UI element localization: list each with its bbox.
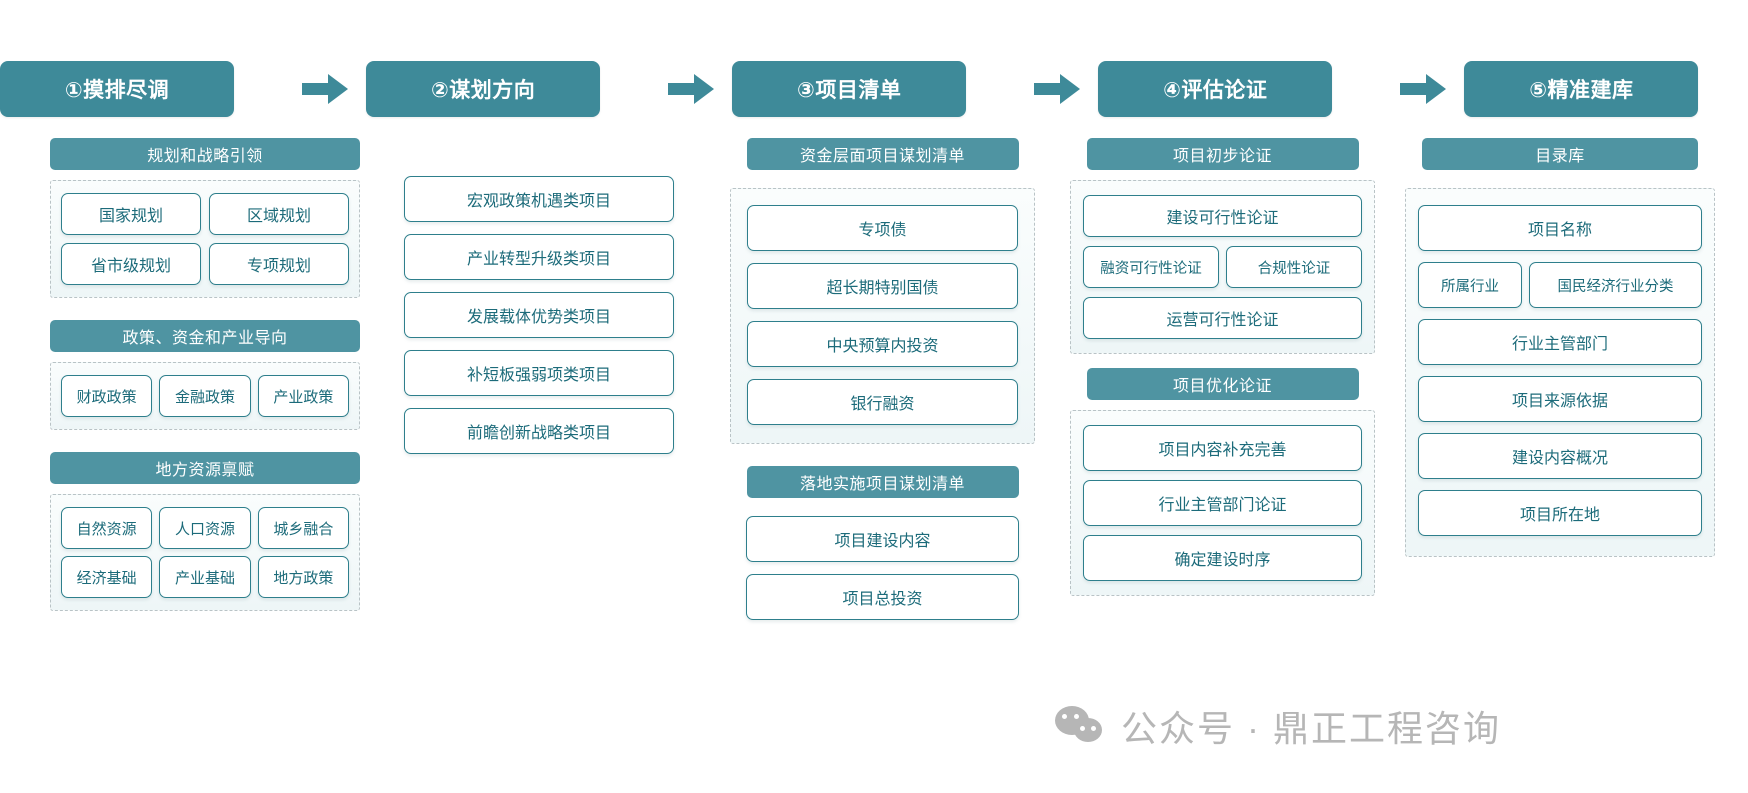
arrow-right-icon-1 xyxy=(284,74,367,104)
group-body-preliminary-review: 建设可行性论证 融资可行性论证 合规性论证 运营可行性论证 xyxy=(1070,180,1375,354)
group-body-funding-list: 专项债 超长期特别国债 中央预算内投资 银行融资 xyxy=(730,188,1035,444)
chip-province-city-plan[interactable]: 省市级规划 xyxy=(61,243,201,285)
chip-central-budget-investment[interactable]: 中央预算内投资 xyxy=(747,321,1018,367)
group-local-resources: 地方资源禀赋 自然资源 人口资源 城乡融合 经济基础 产业基础 地方政策 xyxy=(50,452,360,611)
chip-industry-authority-review[interactable]: 行业主管部门论证 xyxy=(1083,480,1362,526)
group-band-preliminary-review: 项目初步论证 xyxy=(1086,138,1359,170)
chip-construction-content-overview[interactable]: 建设内容概况 xyxy=(1418,433,1702,479)
chip-project-construction-content[interactable]: 项目建设内容 xyxy=(746,516,1019,562)
group-band-optimization-review: 项目优化论证 xyxy=(1086,368,1359,400)
phase-box-1[interactable]: ①摸排尽调 xyxy=(0,61,234,117)
group-band-planning: 规划和战略引领 xyxy=(50,138,360,170)
chip-project-source-basis[interactable]: 项目来源依据 xyxy=(1418,376,1702,422)
phase-box-3[interactable]: ③项目清单 xyxy=(732,61,967,117)
chip-economic-base[interactable]: 经济基础 xyxy=(61,556,153,598)
group-body-planning: 国家规划 区域规划 省市级规划 专项规划 xyxy=(50,180,360,298)
chip-population-resources[interactable]: 人口资源 xyxy=(159,507,251,549)
group-band-implementation-list: 落地实施项目谋划清单 xyxy=(746,466,1019,498)
group-body-policy: 财政政策 金融政策 产业政策 xyxy=(50,362,360,430)
group-funding-list: 资金层面项目谋划清单 专项债 超长期特别国债 中央预算内投资 银行融资 xyxy=(730,138,1035,444)
phase-cell-1: ①摸排尽调 xyxy=(0,61,284,117)
phase-cell-4: ④评估论证 xyxy=(1098,61,1382,117)
chip-special-plan[interactable]: 专项规划 xyxy=(209,243,349,285)
chip-fiscal-policy[interactable]: 财政政策 xyxy=(61,375,153,417)
group-body-optimization-review: 项目内容补充完善 行业主管部门论证 确定建设时序 xyxy=(1070,410,1375,596)
phase-box-5[interactable]: ⑤精准建库 xyxy=(1464,61,1699,117)
phase-box-4[interactable]: ④评估论证 xyxy=(1098,61,1333,117)
phase-header-row: ①摸排尽调 ②谋划方向 ③项目清单 ④评估论证 ⑤精准建库 xyxy=(0,58,1748,120)
chip-operation-feasibility[interactable]: 运营可行性论证 xyxy=(1083,297,1362,339)
chip-industry-upgrade[interactable]: 产业转型升级类项目 xyxy=(404,234,674,280)
column-2: 宏观政策机遇类项目 产业转型升级类项目 发展载体优势类项目 补短板强弱项类项目 … xyxy=(404,138,674,454)
group-band-policy: 政策、资金和产业导向 xyxy=(50,320,360,352)
group-policy: 政策、资金和产业导向 财政政策 金融政策 产业政策 xyxy=(50,320,360,430)
chip-local-policy[interactable]: 地方政策 xyxy=(257,556,349,598)
chip-industry-belonging[interactable]: 所属行业 xyxy=(1418,262,1522,308)
chip-macro-policy-opportunity[interactable]: 宏观政策机遇类项目 xyxy=(404,176,674,222)
group-planning: 规划和战略引领 国家规划 区域规划 省市级规划 专项规划 xyxy=(50,138,360,298)
chip-industrial-base[interactable]: 产业基础 xyxy=(159,556,251,598)
group-body-directions: 宏观政策机遇类项目 产业转型升级类项目 发展载体优势类项目 补短板强弱项类项目 … xyxy=(404,176,674,454)
group-preliminary-review: 项目初步论证 建设可行性论证 融资可行性论证 合规性论证 运营可行性论证 xyxy=(1070,138,1375,354)
chip-fill-gaps[interactable]: 补短板强弱项类项目 xyxy=(404,350,674,396)
chip-national-plan[interactable]: 国家规划 xyxy=(61,193,201,235)
chip-project-location[interactable]: 项目所在地 xyxy=(1418,490,1702,536)
columns-area: 规划和战略引领 国家规划 区域规划 省市级规划 专项规划 政策、资金和产业导向 … xyxy=(0,138,1748,778)
column-3: 资金层面项目谋划清单 专项债 超长期特别国债 中央预算内投资 银行融资 落地实施… xyxy=(730,138,1035,620)
group-band-catalog-library: 目录库 xyxy=(1422,138,1698,170)
chip-bank-financing[interactable]: 银行融资 xyxy=(747,379,1018,425)
phase-cell-3: ③项目清单 xyxy=(732,61,1016,117)
group-band-funding-list: 资金层面项目谋划清单 xyxy=(746,138,1019,170)
chip-compliance-review[interactable]: 合规性论证 xyxy=(1226,246,1362,288)
group-body-implementation-list: 项目建设内容 项目总投资 xyxy=(730,516,1035,620)
arrow-right-icon-3 xyxy=(1016,74,1099,104)
chip-project-name[interactable]: 项目名称 xyxy=(1418,205,1702,251)
group-body-local-resources: 自然资源 人口资源 城乡融合 经济基础 产业基础 地方政策 xyxy=(50,494,360,611)
arrow-right-icon-4 xyxy=(1382,74,1465,104)
group-implementation-list: 落地实施项目谋划清单 项目建设内容 项目总投资 xyxy=(730,466,1035,620)
group-body-catalog-library: 项目名称 所属行业 国民经济行业分类 行业主管部门 项目来源依据 建设内容概况 … xyxy=(1405,188,1715,557)
chip-industry-authority-dept[interactable]: 行业主管部门 xyxy=(1418,319,1702,365)
chip-project-total-investment[interactable]: 项目总投资 xyxy=(746,574,1019,620)
phase-box-2[interactable]: ②谋划方向 xyxy=(366,61,601,117)
chip-construction-timeline[interactable]: 确定建设时序 xyxy=(1083,535,1362,581)
chip-national-economy-classification[interactable]: 国民经济行业分类 xyxy=(1529,262,1702,308)
chip-special-bond[interactable]: 专项债 xyxy=(747,205,1018,251)
column-1: 规划和战略引领 国家规划 区域规划 省市级规划 专项规划 政策、资金和产业导向 … xyxy=(50,138,360,611)
chip-financing-feasibility[interactable]: 融资可行性论证 xyxy=(1083,246,1219,288)
group-optimization-review: 项目优化论证 项目内容补充完善 行业主管部门论证 确定建设时序 xyxy=(1070,368,1375,596)
chip-development-carrier[interactable]: 发展载体优势类项目 xyxy=(404,292,674,338)
group-catalog-library: 目录库 项目名称 所属行业 国民经济行业分类 行业主管部门 项目来源依据 建设内… xyxy=(1405,138,1715,557)
phase-cell-5: ⑤精准建库 xyxy=(1464,61,1748,117)
chip-urban-rural[interactable]: 城乡融合 xyxy=(257,507,349,549)
column-4: 项目初步论证 建设可行性论证 融资可行性论证 合规性论证 运营可行性论证 项目优… xyxy=(1070,138,1375,596)
arrow-right-icon-2 xyxy=(650,74,733,104)
phase-cell-2: ②谋划方向 xyxy=(366,61,650,117)
chip-forward-innovation[interactable]: 前瞻创新战略类项目 xyxy=(404,408,674,454)
chip-financial-policy[interactable]: 金融政策 xyxy=(159,375,251,417)
chip-construction-feasibility[interactable]: 建设可行性论证 xyxy=(1083,195,1362,237)
chip-ultra-long-treasury[interactable]: 超长期特别国债 xyxy=(747,263,1018,309)
chip-natural-resources[interactable]: 自然资源 xyxy=(61,507,153,549)
chip-content-supplement[interactable]: 项目内容补充完善 xyxy=(1083,425,1362,471)
chip-industrial-policy[interactable]: 产业政策 xyxy=(257,375,349,417)
chip-regional-plan[interactable]: 区域规划 xyxy=(209,193,349,235)
group-band-local-resources: 地方资源禀赋 xyxy=(50,452,360,484)
column-5: 目录库 项目名称 所属行业 国民经济行业分类 行业主管部门 项目来源依据 建设内… xyxy=(1405,138,1715,557)
